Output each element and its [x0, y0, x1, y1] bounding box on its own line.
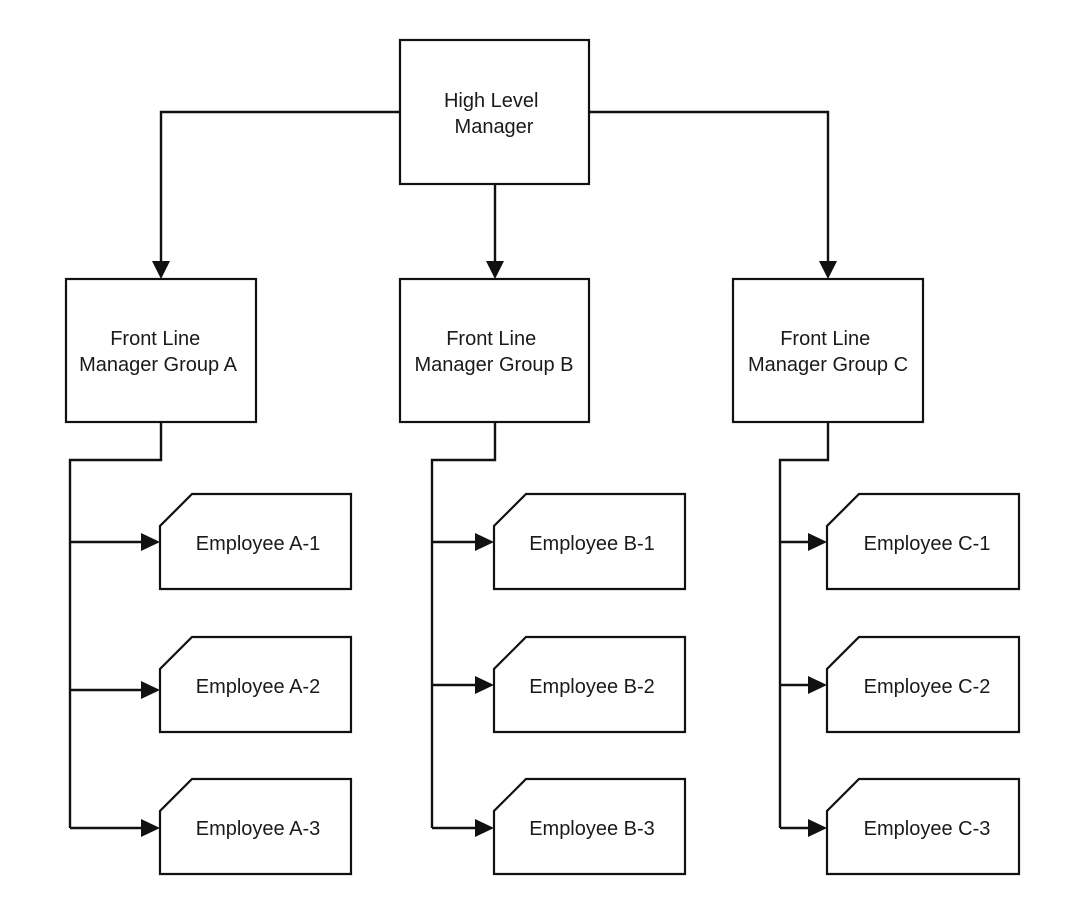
group-a-manager-box [64, 277, 258, 424]
employee-c-1-label: Employee C-1 [864, 533, 991, 555]
group-a-arrowhead-1 [141, 533, 160, 551]
employee-c-1-card [825, 492, 1021, 591]
employee-a-1-card [158, 492, 353, 591]
group-c-arrowhead-3 [808, 819, 827, 837]
employee-c-2-label: Employee C-2 [864, 676, 991, 698]
employee-b-2-label: Employee B-2 [529, 676, 655, 698]
group-c-trunk-connector [778, 422, 830, 828]
group-b-arrowhead-1 [475, 533, 494, 551]
group-b-manager-label-line1: Front Line [446, 328, 536, 350]
group-c-manager-label-line2: Manager Group C [748, 354, 908, 376]
employee-a-2-card [158, 635, 353, 734]
top-level-connectors [152, 110, 837, 279]
group-a-manager-label-line2: Manager Group A [79, 354, 238, 376]
top-manager-label-line1: High Level [444, 90, 539, 112]
group-a-arrowhead-2 [141, 681, 160, 699]
group-b-arrowhead-3 [475, 819, 494, 837]
top-manager-label-line2: Manager [455, 116, 534, 138]
employee-b-3-card [492, 777, 687, 876]
group-c-manager-label: Front Line Manager Group C [748, 328, 908, 376]
group-c-manager-label-line1: Front Line [780, 328, 870, 350]
group-a-trunk-connector [68, 422, 163, 828]
top-manager-box [398, 38, 591, 186]
connector-top-to-group-a [159, 110, 400, 263]
employee-a-3-card [158, 777, 353, 876]
connector-top-to-group-c [589, 110, 830, 263]
employee-c-3-card [825, 777, 1021, 876]
top-manager-node: High Level Manager [398, 38, 591, 186]
group-c-arrowhead-1 [808, 533, 827, 551]
employee-a-2-label: Employee A-2 [196, 676, 321, 698]
employee-a-3-label: Employee A-3 [196, 818, 321, 840]
arrowhead-group-a [152, 261, 170, 279]
top-manager-label: High Level Manager [444, 90, 544, 138]
employee-c-2-card [825, 635, 1021, 734]
group-b-manager-label-line2: Manager Group B [415, 354, 574, 376]
group-b-trunk-connector [430, 422, 497, 828]
group-a-manager-label: Front Line Manager Group A [79, 328, 238, 376]
group-c: Front Line Manager Group C Employee C-1 … [731, 277, 1021, 876]
employee-b-2-card [492, 635, 687, 734]
arrowhead-group-c [819, 261, 837, 279]
group-a-arrowhead-3 [141, 819, 160, 837]
arrowhead-group-b [486, 261, 504, 279]
group-c-arrowhead-2 [808, 676, 827, 694]
employee-b-1-label: Employee B-1 [529, 533, 655, 555]
employee-c-3-label: Employee C-3 [864, 818, 991, 840]
employee-a-1-label: Employee A-1 [196, 533, 321, 555]
group-b: Front Line Manager Group B Employee B-1 … [398, 277, 687, 876]
group-b-manager-box [398, 277, 591, 424]
group-b-manager-label: Front Line Manager Group B [415, 328, 574, 376]
group-a: Front Line Manager Group A Employee A-1 … [64, 277, 353, 876]
employee-b-3-label: Employee B-3 [529, 818, 655, 840]
group-a-manager-label-line1: Front Line [110, 328, 200, 350]
employee-b-1-card [492, 492, 687, 591]
group-b-arrowhead-2 [475, 676, 494, 694]
group-c-manager-box [731, 277, 925, 424]
